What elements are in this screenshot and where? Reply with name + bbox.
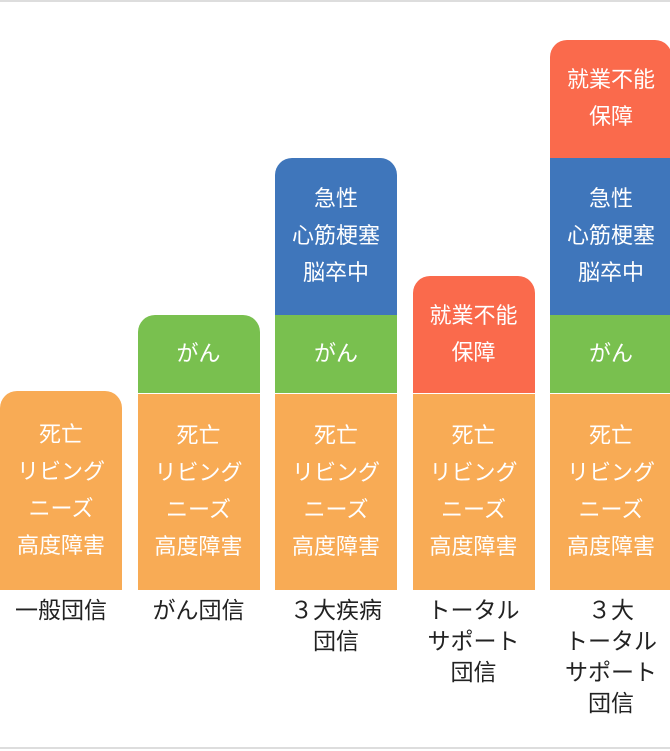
segment-label: 脳卒中 (577, 260, 644, 286)
segment-label: 高度障害 (291, 534, 380, 560)
x-axis-label-line: 団信 (313, 629, 359, 655)
segment-label: リビング (429, 460, 518, 486)
segment-label: ニーズ (578, 497, 644, 523)
segment-label: 死亡 (313, 423, 358, 449)
bar-column-3: 死亡リビングニーズ高度障害 がん 急性心筋梗塞脳卒中 (275, 0, 397, 590)
bar-segment: 急性心筋梗塞脳卒中 (275, 157, 397, 315)
x-axis-label: トータルサポート団信 (403, 596, 545, 689)
bar-segment: 急性心筋梗塞脳卒中 (550, 157, 670, 315)
segment-label: 保障 (588, 104, 633, 130)
segment-label: ニーズ (441, 497, 506, 523)
segment-label: 死亡 (38, 422, 83, 448)
x-axis-label-line: サポート (565, 660, 657, 686)
segment-label: ニーズ (28, 496, 94, 522)
x-axis-label-line: 一般団信 (15, 598, 107, 624)
bar-column-5: 死亡リビングニーズ高度障害がん急性心筋梗塞脳卒中就業不能保障 (550, 0, 670, 590)
bar-segment: 死亡リビングニーズ高度障害 (137, 393, 260, 590)
segment-label: 心筋梗塞 (566, 223, 655, 249)
bar-column-4: 死亡リビングニーズ高度障害就業不能保障 (412, 0, 535, 590)
bar-segment: 就業不能保障 (550, 39, 670, 158)
x-axis-label: がん団信 (128, 596, 270, 627)
top-border (0, 0, 670, 2)
bar-segment: 死亡リビングニーズ高度障害 (550, 393, 670, 590)
x-axis-label-line: トータル (427, 598, 520, 624)
segment-label: 死亡 (176, 423, 221, 449)
bar-segment: 就業不能保障 (412, 275, 535, 394)
x-axis-label-line: 団信 (450, 660, 497, 686)
segment-label: 脳卒中 (302, 260, 369, 286)
bar-segment: がん (550, 314, 670, 394)
bar-segment: 死亡リビングニーズ高度障害 (0, 391, 122, 590)
bar-segment: がん (137, 314, 260, 394)
segment-label: ニーズ (303, 497, 369, 523)
segment-label: 急性 (588, 186, 633, 212)
bar-column-1: 死亡リビングニーズ高度障害 (0, 0, 122, 590)
segment-label: がん (588, 341, 633, 367)
bottom-border (0, 747, 670, 749)
x-axis-label-line: がん団信 (152, 598, 245, 624)
segment-label: 高度障害 (429, 534, 518, 560)
segment-label: リビング (566, 460, 655, 486)
bar-segment: がん (275, 314, 397, 394)
segment-label: リビング (16, 459, 105, 485)
x-axis-label-line: 団信 (588, 691, 634, 717)
segment-label: 急性 (313, 186, 358, 212)
segment-label: 死亡 (588, 423, 633, 449)
segment-label: 心筋梗塞 (291, 223, 380, 249)
x-axis-label: 一般団信 (0, 596, 132, 627)
segment-label: がん (313, 341, 358, 367)
segment-label: 保障 (451, 340, 496, 366)
segment-label: 高度障害 (16, 533, 105, 559)
segment-label: リビング (291, 460, 380, 486)
x-axis-label-line: ３大 (588, 598, 634, 624)
segment-label: 就業不能 (429, 303, 518, 329)
x-axis-label: ３大疾病団信 (265, 596, 407, 658)
segment-label: 死亡 (451, 423, 496, 449)
segment-label: ニーズ (166, 497, 231, 523)
bar-segment: 死亡リビングニーズ高度障害 (275, 393, 397, 590)
bar-segment: 死亡リビングニーズ高度障害 (412, 393, 535, 590)
segment-label: がん (176, 341, 221, 367)
segment-label: リビング (154, 460, 243, 486)
segment-label: 高度障害 (154, 534, 243, 560)
x-axis-label-line: サポート (427, 629, 520, 655)
bar-column-2: 死亡リビングニーズ高度障害 がん (137, 0, 260, 590)
x-axis-label-line: トータル (565, 629, 657, 655)
segment-label: 就業不能 (566, 67, 655, 93)
x-axis-label: ３大トータルサポート団信 (540, 596, 670, 720)
segment-label: 高度障害 (566, 534, 655, 560)
x-axis-label-line: ３大疾病 (290, 598, 382, 624)
